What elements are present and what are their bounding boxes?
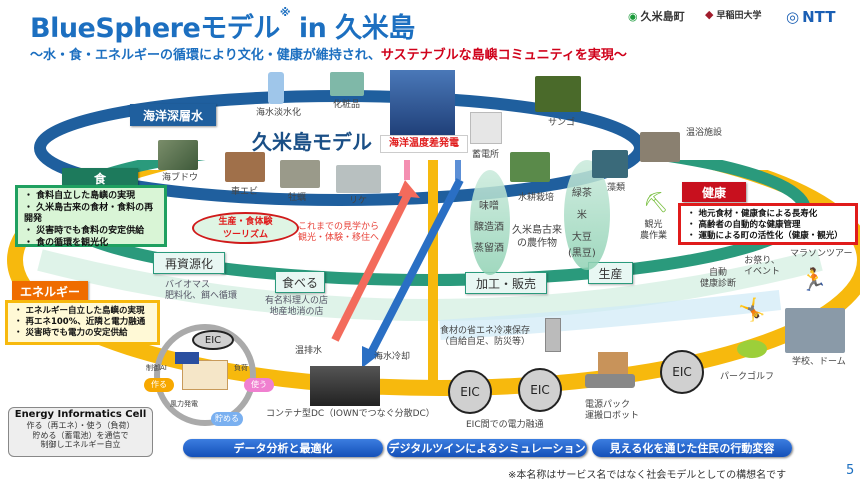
stage-produce: 生産	[588, 262, 633, 284]
store-label: 貯める	[211, 412, 243, 426]
battery-station-image	[470, 112, 502, 144]
ancient-crops-label: 久米島古来の農作物	[512, 225, 562, 249]
sea-grape-label: 海ブドウ	[162, 173, 199, 183]
health-goals-box: 地元食材・健康食による長寿化高齢者の自動的な健康管理運動による町の活性化（健康・…	[678, 203, 858, 245]
warm-water-arrow	[331, 188, 414, 342]
sea-grape-image	[158, 140, 198, 170]
model-title: 久米島モデル	[252, 130, 372, 154]
subtitle: ～水・食・エネルギーの循環により文化・健康が維持され、サステナブルな島嶼コミュニ…	[30, 48, 627, 63]
digital-twin-banner: デジタルツインによるシミュレーション	[387, 439, 587, 457]
processed-foods-list: 味噌醸造酒蒸留酒	[474, 201, 504, 254]
food-tourism-label: 生産・食体験 ツーリズム	[192, 212, 299, 244]
oyster-label: 牡蠣	[288, 193, 307, 203]
container-dc-image	[310, 366, 380, 406]
farm-tour-label: 観光農作業	[640, 220, 668, 242]
hydroponics-image	[510, 152, 550, 182]
cosmetics-label: 化粧品	[333, 100, 361, 110]
park-golf-label: パークゴルフ	[720, 372, 775, 382]
container-dc-label: コンテナ型DC（IOWNでつなぐ分散DC）	[266, 409, 435, 419]
eic-cell-label: EIC	[192, 330, 234, 350]
eat-note: 有名料理人の店地産地消の店	[265, 296, 329, 318]
use-label: 使う	[244, 378, 274, 392]
eic-power-exchange-label: EIC間での電力融通	[466, 420, 544, 430]
visualization-banner: 見える化を通じた住民の行動変容	[592, 439, 792, 457]
ocean-deep-water-label: 海洋深層水	[130, 104, 216, 126]
battery-pack-icon	[598, 352, 628, 374]
data-analysis-banner: データ分析と最適化	[183, 439, 383, 457]
coral-image	[535, 76, 581, 112]
dome-image	[785, 308, 845, 353]
ntt-logo: ◎NTT	[786, 8, 836, 26]
food-goals-box: 食料自立した島嶼の実現久米島古来の食材・食料の再開発災害時でも食料の安定供給食の…	[15, 185, 167, 248]
hydroponics-label: 水耕栽培	[518, 193, 555, 203]
oyster-image	[280, 160, 320, 188]
power-line	[428, 160, 438, 390]
eic-node: EIC	[518, 368, 562, 412]
robot-label: 電源パック運搬ロボット	[585, 400, 640, 422]
waseda-logo: ◆早稲田大学	[705, 8, 762, 21]
processed-foods-oval	[470, 170, 510, 275]
water-bottle-image	[268, 72, 284, 104]
exercise-icon: 🤸	[738, 298, 766, 323]
spa-label: 温浴施設	[686, 128, 723, 138]
desalination-label: 海水淡水化	[256, 108, 302, 118]
spa-image	[640, 132, 680, 162]
otec-label: 海洋温度差発電	[380, 135, 468, 153]
stage-process-sell: 加工・販売	[465, 272, 547, 294]
refrigerator-icon	[545, 318, 561, 352]
otec-plant-image	[390, 70, 455, 136]
warm-water-label: 温排水	[295, 346, 323, 356]
festival-label: お祭り、イベント	[744, 256, 781, 278]
shrimp-label: 車エビ	[231, 187, 259, 197]
coral-label: サンゴ	[548, 118, 576, 128]
control-ai-label: 制御AI	[146, 364, 167, 372]
energy-header: エネルギー	[12, 281, 88, 301]
shrimp-image	[225, 152, 265, 182]
health-header: 健康	[682, 182, 746, 202]
algae-label: 藻類	[607, 183, 626, 193]
stage-eat: 食べる	[275, 271, 325, 293]
fish-image	[336, 165, 381, 193]
kumejima-logo: ◉久米島町	[628, 9, 685, 24]
solar-panel-icon	[175, 352, 199, 364]
freezer-note: 食材の省エネ冷凍保存（自給自足、防災等）	[440, 326, 531, 348]
crops-oval	[564, 160, 610, 270]
food-header: 食	[62, 168, 138, 188]
house-image	[182, 360, 228, 390]
load-label: 負荷	[234, 364, 248, 372]
tourism-note: これまでの見学から観光・体験・移住へ	[298, 222, 380, 244]
golf-icon	[737, 340, 767, 358]
runners-icon: 🏃	[800, 268, 828, 293]
health-checkup-label: 自動健康診断	[700, 268, 737, 290]
cosmetics-image	[330, 72, 364, 96]
robot-icon	[585, 374, 635, 388]
page-title: BlueSphereモデル※ in 久米島	[30, 6, 415, 44]
algae-image	[592, 150, 628, 178]
farmer-icon: ⛏	[643, 190, 669, 214]
eic-cycle	[154, 324, 256, 426]
footnote: ※本名称はサービス名ではなく社会モデルとしての構想名です	[508, 470, 787, 481]
eic-node: EIC	[448, 370, 492, 414]
marathon-label: マラソンツアー	[790, 249, 853, 259]
fish-label: リケ	[349, 196, 368, 206]
wind-power-label: 風力発電	[170, 400, 198, 408]
page-number: 5	[846, 463, 855, 478]
make-label: 作る	[144, 378, 174, 392]
seawater-cooling-label: 海水冷却	[374, 352, 411, 362]
battery-station-label: 蓄電所	[472, 150, 500, 160]
energy-goals-box: エネルギー自立した島嶼の実現再エネ100%、近隣と電力融通災害時でも電力の安定供…	[5, 300, 160, 345]
crops-list: 緑茶米大豆(黒豆)	[568, 188, 596, 259]
cooling-arrow	[366, 178, 464, 357]
eic-callout: Energy Informatics Cell 作る（再エネ）・使う（負荷）貯め…	[8, 407, 153, 457]
recycle-note: バイオマス肥料化、餌へ循環	[165, 280, 238, 302]
stage-recycle: 再資源化	[153, 252, 225, 274]
eic-node: EIC	[660, 350, 704, 394]
school-dome-label: 学校、ドーム	[792, 357, 846, 367]
